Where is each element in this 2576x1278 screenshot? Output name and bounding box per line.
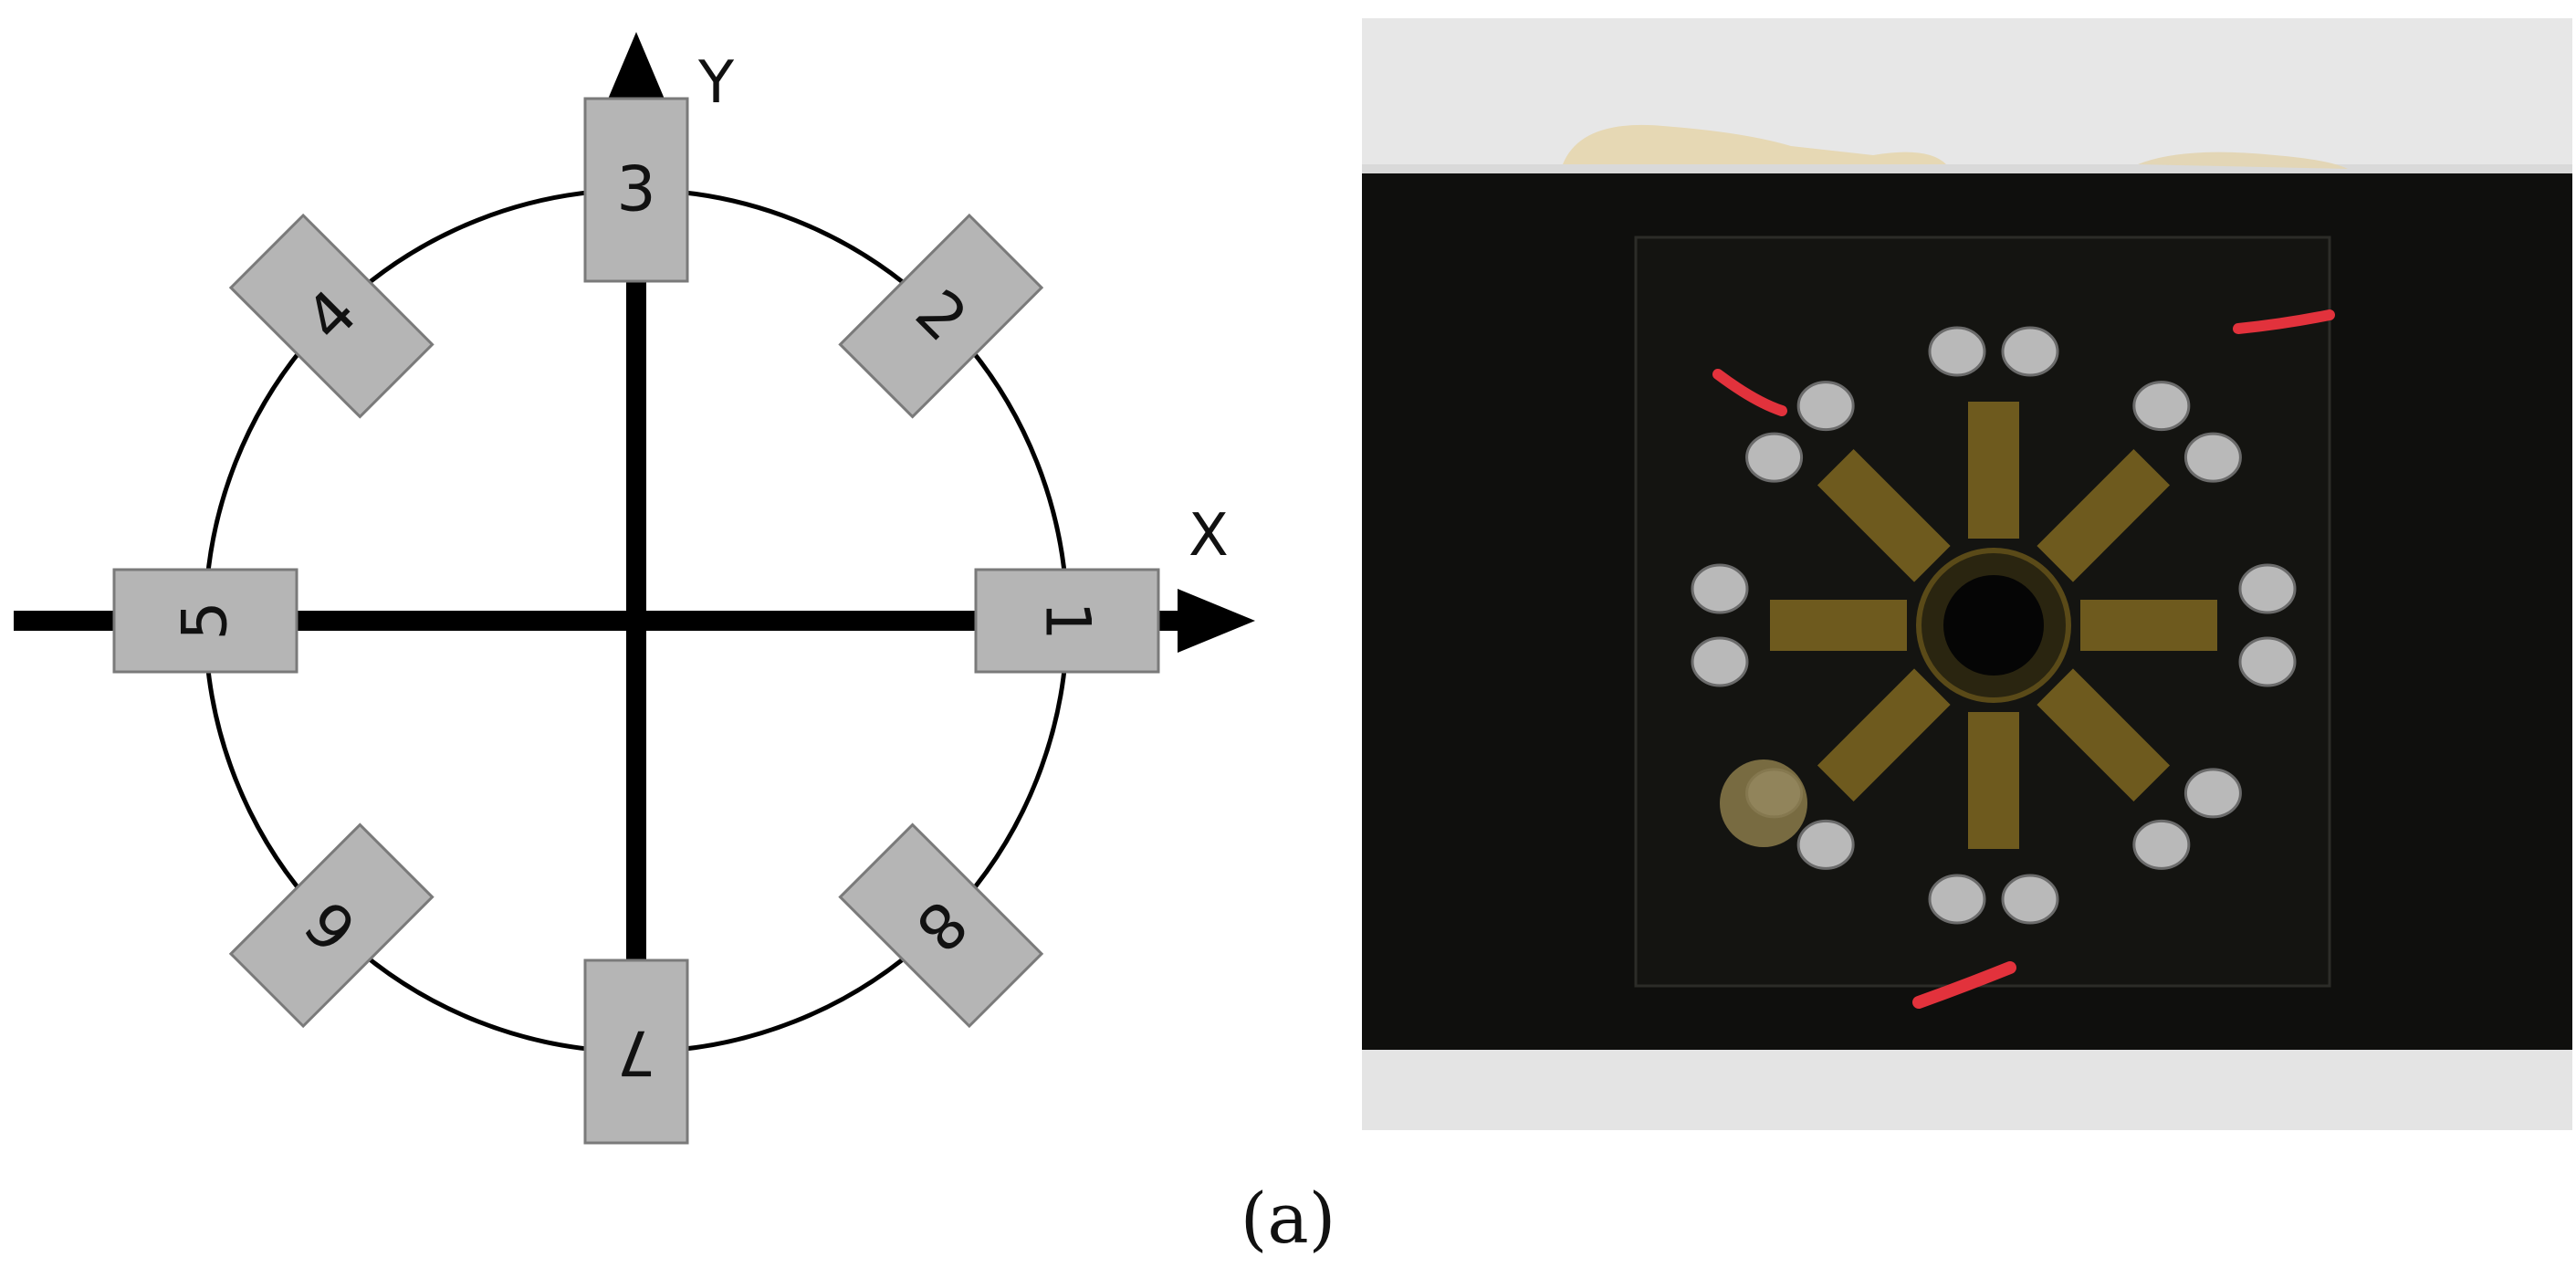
copper-trace [1968, 712, 2019, 849]
copper-trace [2080, 600, 2217, 651]
figure-caption: (a) [1240, 1178, 1336, 1259]
copper-trace [1968, 402, 2019, 539]
strain-gauge-rosette-diagram: X Y 1 2 3 4 5 6 7 8 [14, 32, 1255, 1145]
solder-joint [1691, 636, 1749, 687]
solder-joints [1691, 326, 2297, 925]
strain-gauge-body [228, 822, 435, 1029]
strain-gauge-2: 2 [838, 213, 1044, 419]
solder-joint [2183, 768, 2242, 819]
solder-joint [2132, 381, 2191, 432]
strain-gauge-body [228, 213, 435, 419]
strain-gauge-5: 5 [112, 568, 298, 674]
x-axis-arrowhead [1178, 589, 1255, 653]
solder-joint [2238, 636, 2297, 687]
solder-joint [1796, 819, 1855, 870]
copper-traces [1770, 402, 2217, 849]
x-axis-label: X [1189, 502, 1229, 570]
strain-gauge-7: 7 [583, 958, 689, 1145]
solder-joint [1691, 563, 1749, 614]
solder-joint [2132, 819, 2191, 870]
copper-trace [2037, 668, 2171, 802]
strain-gauge-8: 8 [838, 822, 1044, 1029]
solder-joint [2238, 563, 2297, 614]
strain-gauge-4: 4 [228, 213, 435, 419]
adhesive-residue [2138, 152, 2348, 169]
solder-joint [1745, 432, 1804, 483]
copper-trace [1817, 668, 1951, 802]
solder-joint [1796, 381, 1855, 432]
red-wire [2233, 309, 2335, 334]
strain-gauge-body [838, 822, 1044, 1029]
solder-joint [2001, 326, 2059, 377]
photo-top-wall [1362, 18, 2572, 164]
strain-gauge-1: 1 [974, 568, 1160, 674]
strain-gauges: 1 2 3 4 5 6 7 8 [112, 97, 1160, 1145]
y-axis-label: Y [697, 49, 735, 117]
sensor-photo [1362, 18, 2572, 1130]
strain-gauge-6: 6 [228, 822, 435, 1029]
strain-gauge-body [838, 213, 1044, 419]
solder-joint [1928, 874, 1986, 925]
red-wire [1912, 961, 2016, 1009]
center-hole [1943, 575, 2044, 676]
strain-gauge-3: 3 [583, 97, 689, 283]
strain-gauge-body [974, 568, 1160, 674]
strain-gauge-body [583, 97, 689, 283]
strain-gauge-body [112, 568, 298, 674]
copper-trace [2037, 448, 2171, 582]
copper-trace [1770, 600, 1907, 651]
photo-bottom-wall [1362, 1041, 2572, 1130]
adhesive-residue [1563, 124, 1946, 164]
strain-gauge-label: 1 [1031, 601, 1104, 640]
adhesive-blob [1720, 759, 1807, 847]
solder-joint [2183, 432, 2242, 483]
solder-joint [1928, 326, 1986, 377]
strain-gauge-label: 3 [616, 154, 655, 226]
strain-gauge-label: 5 [170, 601, 242, 640]
y-axis-arrowhead [604, 32, 668, 108]
red-wire [1712, 369, 1787, 416]
copper-trace [1817, 448, 1951, 582]
strain-gauge-body [583, 958, 689, 1145]
strain-gauge-label: 7 [616, 1016, 655, 1088]
solder-joint [2001, 874, 2059, 925]
